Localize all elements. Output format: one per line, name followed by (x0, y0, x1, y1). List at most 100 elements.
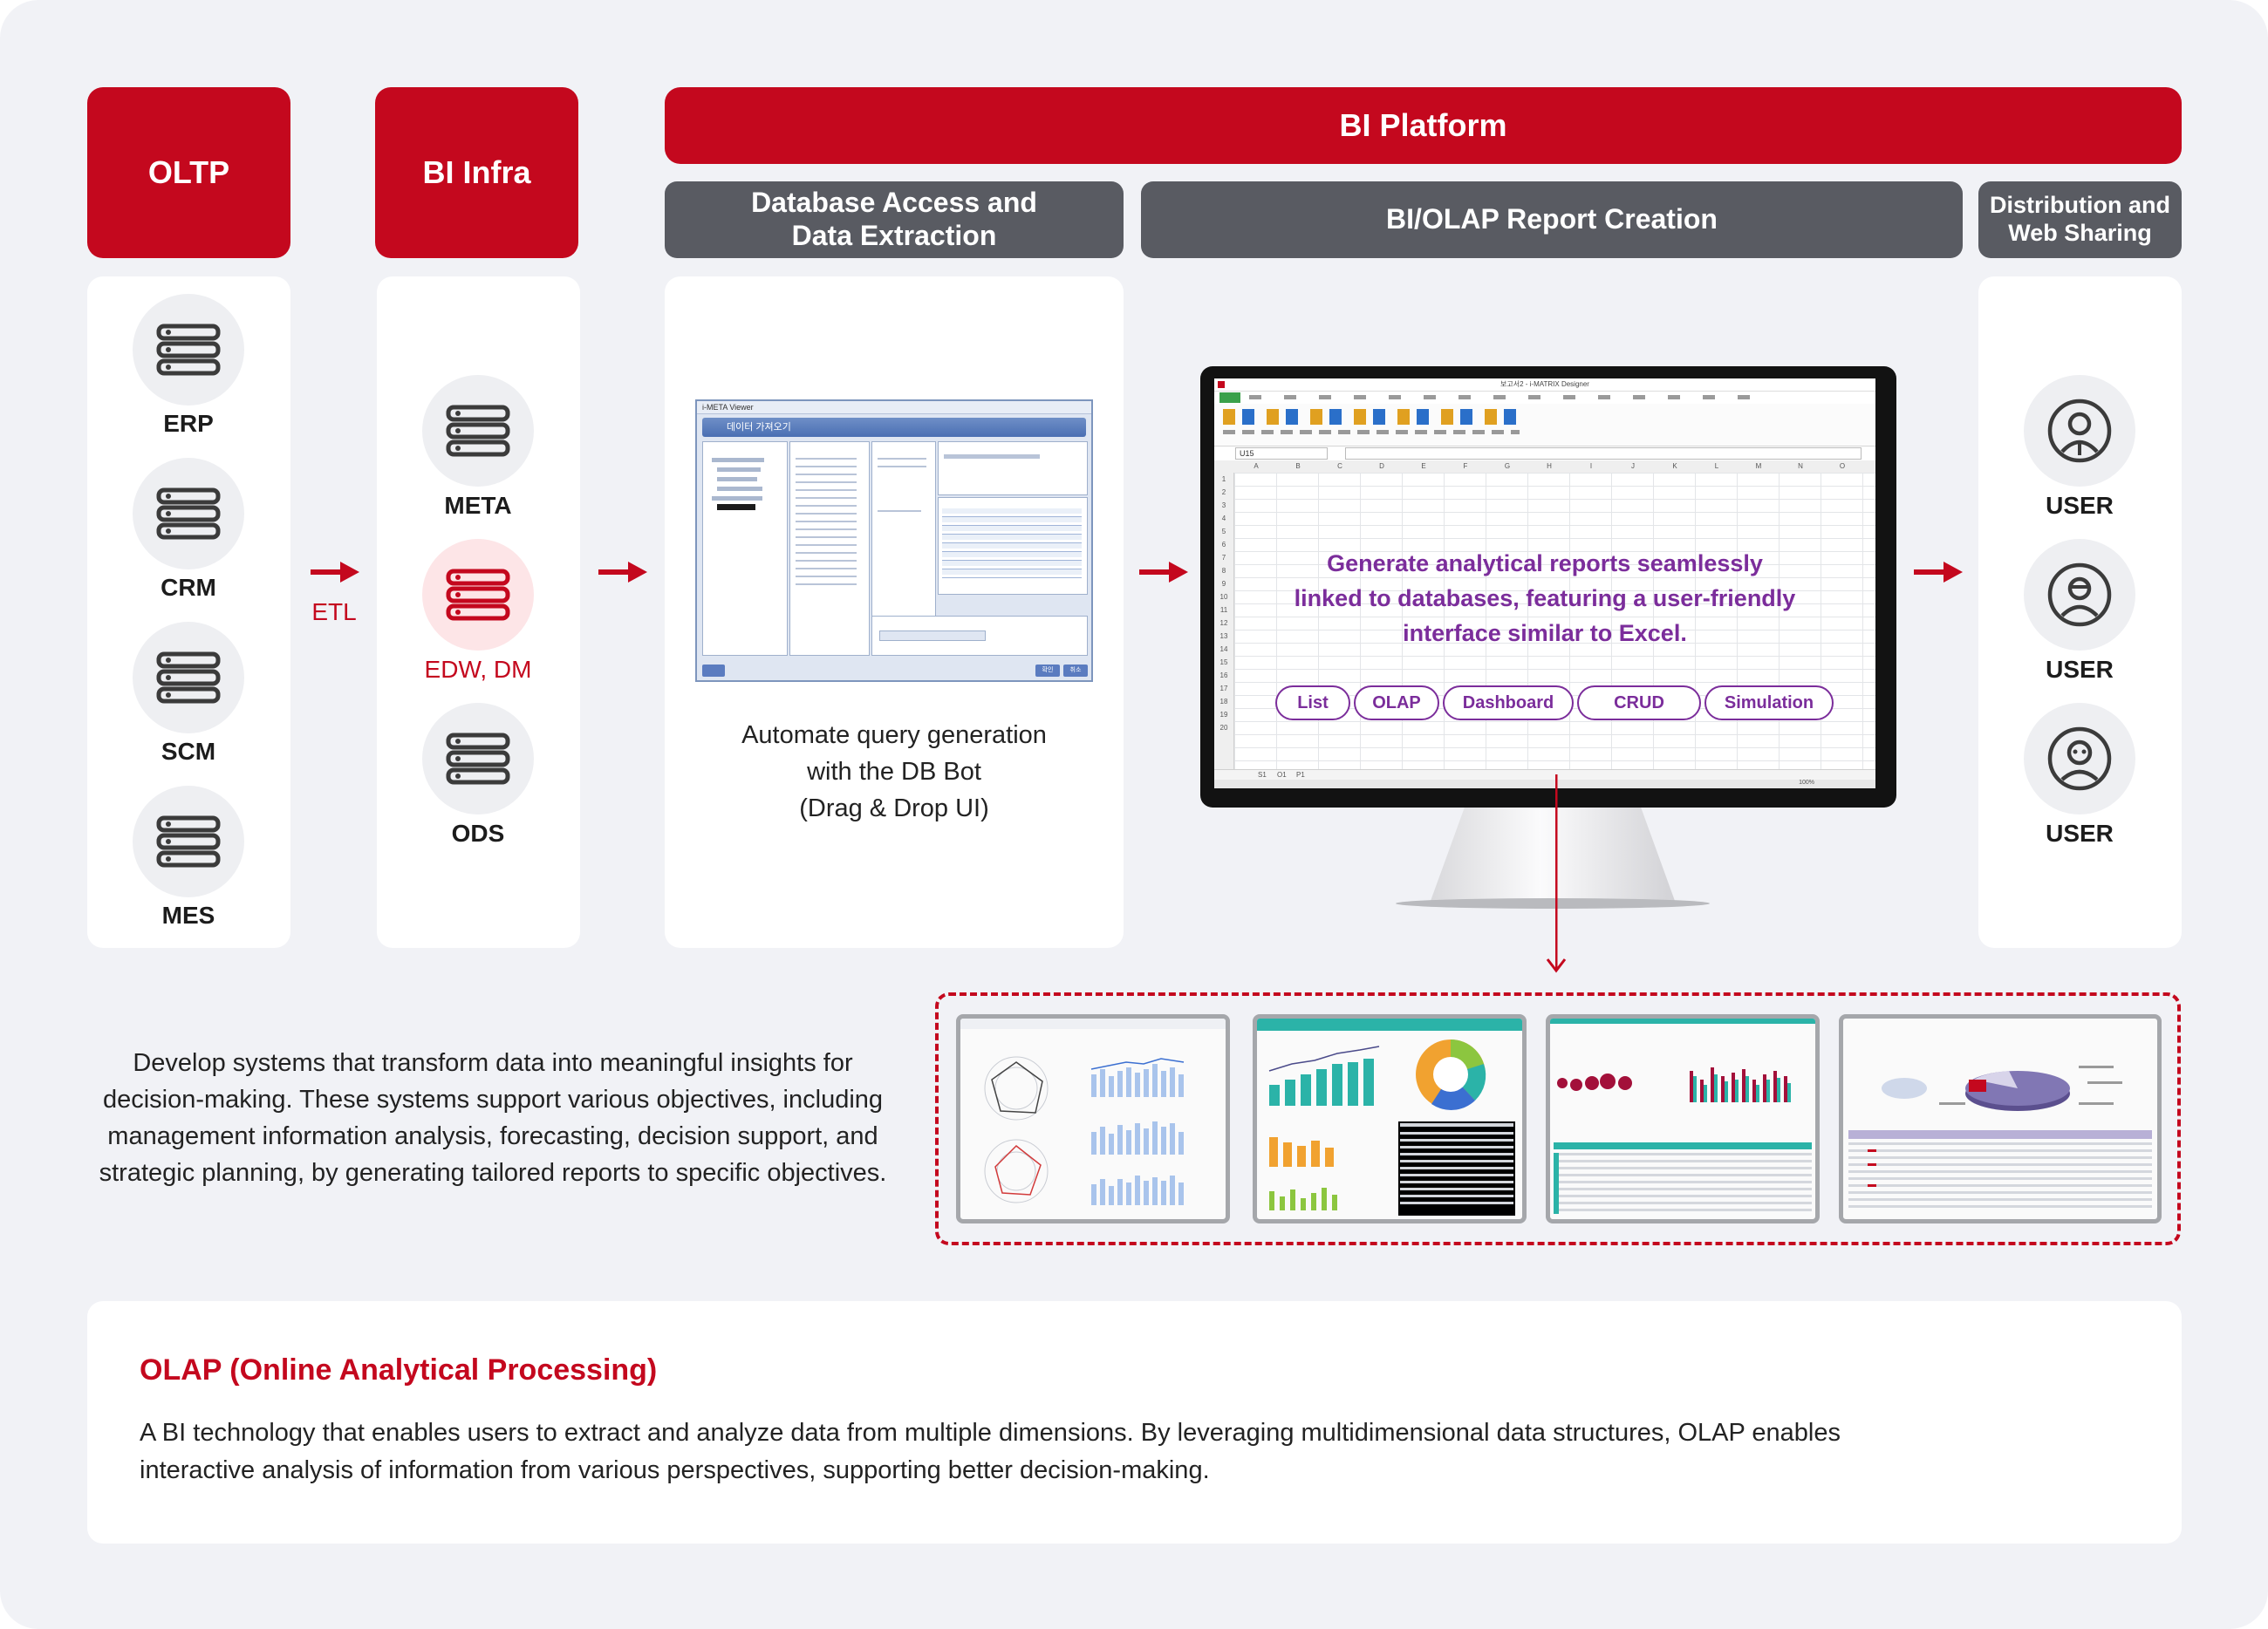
oltp-item-scm: SCM (161, 738, 216, 765)
row-header-cell[interactable]: 5 (1221, 528, 1226, 535)
database-icon (133, 786, 244, 897)
db-bot-caption: Automate query generation with the DB Bo… (665, 717, 1124, 827)
bi-infra-item-meta: META (444, 492, 512, 519)
row-header-cell[interactable]: 13 (1219, 632, 1228, 640)
etl-label: ETL (311, 598, 357, 625)
db-bot-cancel-button[interactable]: 취소 (1063, 665, 1088, 677)
column-header-cell[interactable]: O (1839, 462, 1846, 470)
column-header-cell[interactable]: K (1672, 462, 1677, 470)
db-bot-select-pane[interactable] (938, 441, 1088, 495)
db-access-title-line1: Database Access and (751, 187, 1037, 219)
column-header-cell[interactable]: H (1547, 462, 1552, 470)
arrow-right-icon (1139, 562, 1188, 583)
sheet-tab-bar[interactable]: S1 O1 P1 (1214, 769, 1875, 780)
user-icon (2024, 375, 2135, 487)
row-header-cell[interactable]: 18 (1219, 698, 1228, 705)
row-header-cell[interactable]: 1 (1221, 475, 1226, 483)
row-header-cell[interactable]: 11 (1219, 606, 1228, 614)
db-bot-condition-pane[interactable] (938, 497, 1088, 595)
column-header-cell[interactable]: C (1337, 462, 1342, 470)
db-bot-caption-line2: with the DB Bot (807, 758, 981, 786)
column-header-cell[interactable]: D (1379, 462, 1384, 470)
monitor-stand (1431, 807, 1675, 901)
column-header-cell[interactable]: F (1463, 462, 1468, 470)
db-bot-tree-pane[interactable] (702, 441, 788, 656)
report-creation-title: BI/OLAP Report Creation (1386, 203, 1718, 235)
row-header-cell[interactable]: 2 (1221, 488, 1226, 496)
row-header-cell[interactable]: 3 (1221, 501, 1226, 509)
row-header-cell[interactable]: 8 (1221, 567, 1226, 575)
distribution-user-3: USER (2046, 820, 2114, 847)
database-icon (133, 294, 244, 406)
column-header-cell[interactable]: J (1631, 462, 1635, 470)
sheet-tab-p1[interactable]: P1 (1296, 771, 1305, 779)
row-header-cell[interactable]: 7 (1221, 554, 1226, 562)
oltp-header: OLTP (87, 87, 290, 258)
row-header-cell[interactable]: 15 (1219, 658, 1228, 666)
bi-description-line3: management information analysis, forecas… (107, 1122, 878, 1150)
monitor-headline: Generate analytical reports seamlessly l… (1232, 546, 1858, 651)
column-header-cell[interactable]: I (1589, 462, 1593, 470)
db-bot-sort-pane[interactable] (871, 616, 1088, 656)
user-icon (2024, 703, 2135, 814)
distribution-title-line2: Web Sharing (2008, 220, 2152, 246)
column-header-cell[interactable]: A (1254, 462, 1259, 470)
distribution-user-1: USER (2046, 492, 2114, 519)
formula-bar[interactable]: U15 (1214, 446, 1875, 461)
db-bot-panel-title: 데이터 가져오기 (702, 418, 1086, 437)
olap-description-line2: interactive analysis of information from… (140, 1456, 1210, 1484)
column-header-cell[interactable]: E (1421, 462, 1426, 470)
column-header-row: A B C D E F G H I J K L M N O (1214, 460, 1875, 474)
db-bot-caption-line1: Automate query generation (741, 721, 1047, 749)
report-thumbnail-dashboard[interactable] (1253, 1014, 1527, 1223)
ribbon-toolbar[interactable] (1214, 404, 1875, 446)
bi-platform-title: BI Platform (1339, 107, 1507, 143)
report-thumbnail-pie[interactable] (1839, 1014, 2162, 1223)
sheet-tab-s1[interactable]: S1 (1258, 771, 1267, 779)
row-header-cell[interactable]: 19 (1219, 711, 1228, 719)
db-bot-window: i-META Viewer 데이터 가져오기 확인 취소 (695, 399, 1093, 682)
bi-description-line2: decision-making. These systems support v… (102, 1086, 884, 1114)
db-access-title-line2: Data Extraction (791, 220, 997, 251)
report-thumbnail-radar[interactable] (956, 1014, 1230, 1223)
column-headers: A B C D E F G H I J K L M N O (1235, 460, 1863, 473)
distribution-user-2: USER (2046, 656, 2114, 683)
row-header-cell[interactable]: 16 (1219, 671, 1228, 679)
oltp-item-erp: ERP (163, 410, 214, 437)
ribbon-tabs[interactable] (1214, 392, 1875, 404)
app-title: 보고서2 - i-MATRIX Designer (1500, 380, 1589, 388)
row-header-cell[interactable]: 10 (1219, 593, 1228, 601)
row-header-cell[interactable]: 14 (1219, 645, 1228, 653)
cell-reference-box[interactable]: U15 (1235, 447, 1328, 460)
sheet-tab-o1[interactable]: O1 (1277, 771, 1287, 779)
status-bar: 100% (1214, 780, 1875, 788)
row-header-cell[interactable]: 12 (1219, 619, 1228, 627)
row-header-cell[interactable]: 9 (1221, 580, 1226, 588)
row-header-cell[interactable]: 20 (1219, 724, 1228, 732)
app-titlebar: 보고서2 - i-MATRIX Designer (1214, 378, 1875, 392)
row-header-cell[interactable]: 6 (1221, 541, 1226, 549)
database-icon-highlighted (422, 539, 534, 651)
db-bot-ok-button[interactable]: 확인 (1035, 665, 1060, 677)
column-header-cell[interactable]: G (1504, 462, 1511, 470)
arrow-right-icon (311, 562, 359, 583)
column-header-cell[interactable]: N (1798, 462, 1803, 470)
db-bot-table-list[interactable] (789, 441, 870, 656)
row-header-cell[interactable]: 17 (1219, 685, 1228, 692)
monitor-screen: 보고서2 - i-MATRIX Designer U15 A B C D E F G H I J K… (1214, 378, 1875, 788)
database-icon (422, 703, 534, 814)
report-samples-frame (935, 992, 2181, 1245)
bi-infra-item-edw-dm: EDW, DM (424, 656, 532, 683)
row-header-cell[interactable]: 4 (1221, 515, 1226, 522)
arrow-right-icon (1914, 562, 1963, 583)
formula-input[interactable] (1345, 447, 1862, 460)
column-header-cell[interactable]: M (1755, 462, 1762, 470)
db-bot-help-button[interactable] (702, 665, 725, 677)
report-thumbnail-sales[interactable] (1546, 1014, 1820, 1223)
arrow-right-icon (598, 562, 647, 583)
column-header-cell[interactable]: B (1295, 462, 1301, 470)
column-header-cell[interactable]: L (1714, 462, 1719, 470)
